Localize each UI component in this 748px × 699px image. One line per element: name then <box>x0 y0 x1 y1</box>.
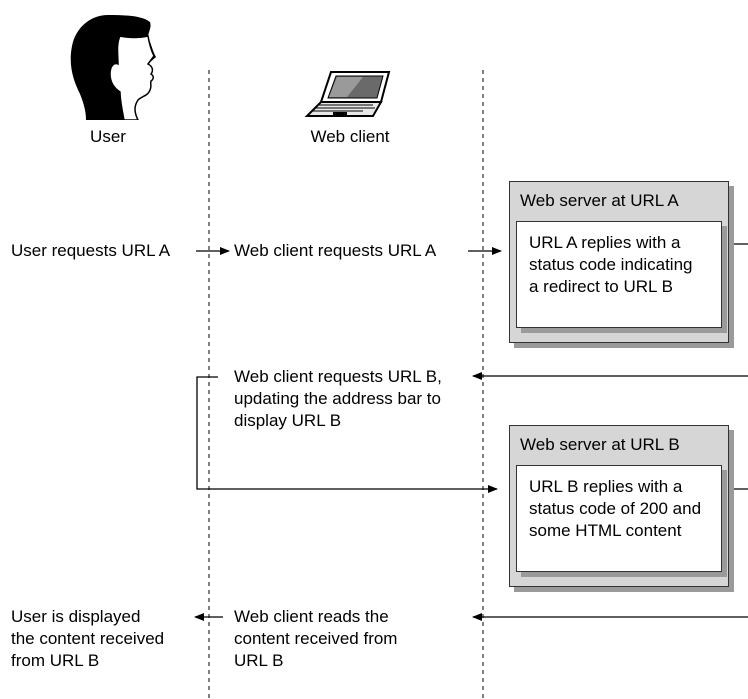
step-client-request-a: Web client requests URL A <box>234 241 437 260</box>
server-b-box: Web server at URL B URL B replies with a… <box>509 425 729 587</box>
server-a-box: Web server at URL A URL A replies with a… <box>509 181 729 343</box>
laptop-icon <box>304 71 391 117</box>
user-head-icon <box>70 15 156 120</box>
step-client-request-b: Web client requests URL B, updating the … <box>234 367 442 430</box>
client-label: Web client <box>310 127 390 146</box>
server-a-reply-box: URL A replies with a status code indicat… <box>516 221 722 328</box>
step-client-reads: Web client reads the content received fr… <box>234 607 398 670</box>
step-user-request: User requests URL A <box>11 241 171 260</box>
server-b-title: Web server at URL B <box>520 435 680 454</box>
step-user-displayed: User is displayed the content received f… <box>11 607 165 670</box>
user-label: User <box>90 127 126 146</box>
server-b-reply: URL B replies with a status code of 200 … <box>529 477 702 540</box>
request-b-loop <box>196 376 498 493</box>
server-b-reply-box: URL B replies with a status code of 200 … <box>516 465 722 572</box>
server-a-reply: URL A replies with a status code indicat… <box>529 233 693 296</box>
server-a-title: Web server at URL A <box>520 191 679 210</box>
